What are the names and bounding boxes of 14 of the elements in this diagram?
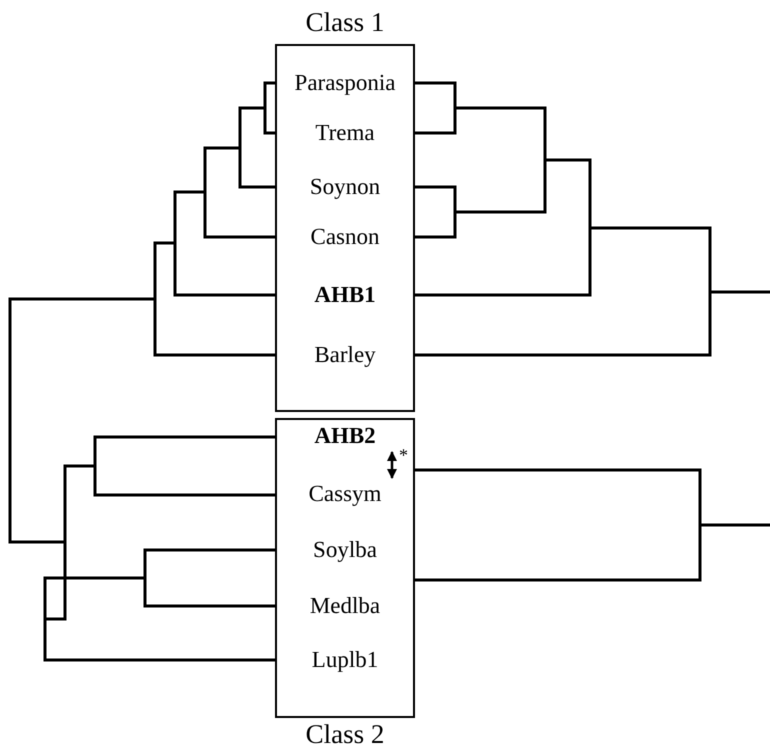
- double-arrow: [387, 451, 397, 479]
- taxon-label: AHB1: [275, 279, 415, 311]
- group-heading: Class 1: [304, 6, 386, 39]
- taxon-label: Casnon: [275, 221, 415, 253]
- taxon-label: Luplb1: [275, 644, 415, 676]
- taxon-label: Trema: [275, 117, 415, 149]
- group-heading: Class 2: [304, 718, 386, 751]
- taxon-label: Cassym: [275, 478, 415, 510]
- taxon-label: Medlba: [275, 590, 415, 622]
- taxon-label: Parasponia: [275, 67, 415, 99]
- taxon-label: Barley: [275, 339, 415, 371]
- taxon-label: Soylba: [275, 534, 415, 566]
- edge-label: *: [399, 446, 408, 464]
- taxon-label: Soynon: [275, 171, 415, 203]
